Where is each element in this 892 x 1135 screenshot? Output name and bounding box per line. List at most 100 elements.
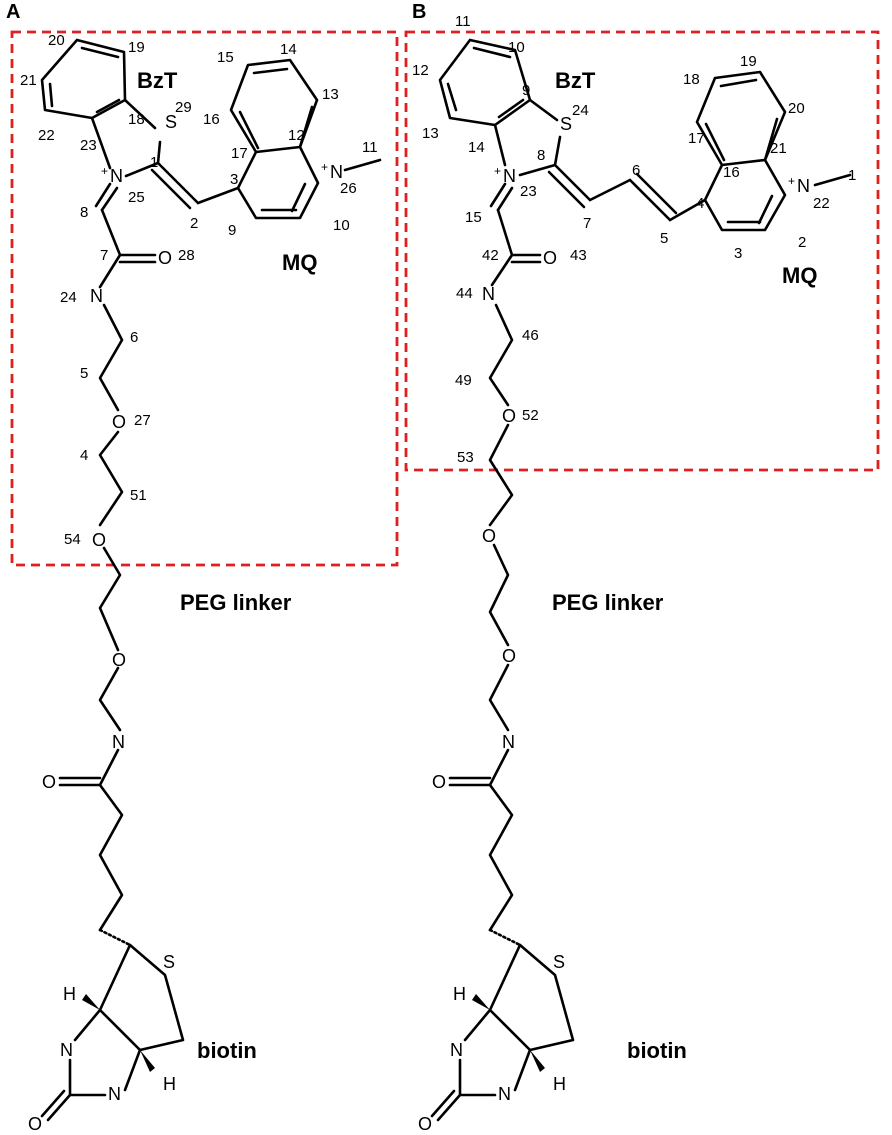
panel-b-num-16: 16 (723, 164, 740, 181)
panel-b-num-11: 11 (455, 13, 471, 30)
panel-b-atom-n-biotin1: N (450, 1040, 463, 1060)
panel-b-atom-n23: N (503, 166, 516, 186)
panel-a-num-4: 4 (80, 447, 88, 464)
panel-a-atom-o27: O (112, 412, 126, 432)
panel-a-num-9: 9 (228, 222, 236, 239)
panel-a-num-51: 51 (130, 487, 147, 504)
panel-b-atom-s-biotin: S (553, 952, 565, 972)
panel-a-num-11: 11 (362, 139, 378, 156)
panel-b-num-43: 43 (570, 247, 587, 264)
panel-b-linker (448, 182, 542, 932)
panel-a-num-27: 27 (134, 412, 151, 429)
panel-a-num-6: 6 (130, 329, 138, 346)
panel-a-num-22: 22 (38, 127, 55, 144)
panel-b-num-9: 9 (522, 82, 530, 99)
panel-a-num-20: 20 (48, 32, 65, 49)
panel-a-atom-s: S (165, 112, 177, 132)
panel-b-atom-n-amide: N (502, 732, 515, 752)
panel-a-plus-n26: + (321, 160, 328, 174)
panel-a-num-14: 14 (280, 41, 297, 58)
panel-b-num-4: 4 (696, 195, 704, 212)
panel-b-atom-o-biotin: O (418, 1114, 432, 1134)
panel-a-num-7: 7 (100, 247, 108, 264)
panel-a-atom-n26: N (330, 162, 343, 182)
panel-a-num-3: 3 (230, 171, 238, 188)
panel-a-atom-o54: O (92, 530, 106, 550)
panel-b-atom-n-biotin2: N (498, 1084, 511, 1104)
panel-a-num-21: 21 (20, 72, 37, 89)
panel-b-methine-bridge (547, 163, 707, 222)
panel-b-biotin (430, 928, 575, 1122)
panel-b-num-20: 20 (788, 100, 805, 117)
panel-b-plus-n22: + (788, 174, 795, 188)
panel-b-num-1: 1 (848, 167, 856, 184)
panel-a-atom-numbers: 1 2 3 4 5 6 7 8 9 10 11 12 13 14 15 16 1… (20, 32, 378, 548)
panel-b-atom-n22: N (797, 176, 810, 196)
panel-a-label-peg: PEG linker (180, 590, 292, 615)
panel-a-num-15: 15 (217, 49, 234, 66)
panel-b-num-3: 3 (734, 245, 742, 262)
panel-b-num-46: 46 (522, 327, 539, 344)
panel-b-num-52: 52 (522, 407, 539, 424)
panel-b-num-12: 12 (412, 62, 429, 79)
panel-b-num-2: 2 (798, 234, 806, 251)
panel-b-num-22: 22 (813, 195, 830, 212)
panel-b-num-18: 18 (683, 71, 700, 88)
panel-b-num-13: 13 (422, 125, 439, 142)
panel-a-num-28: 28 (178, 247, 195, 264)
panel-a-num-24: 24 (60, 289, 77, 306)
panel-b-atom-numbers: 1 2 3 4 5 6 7 8 9 10 11 12 13 14 15 16 1… (412, 13, 856, 466)
panel-b-num-7: 7 (583, 215, 591, 232)
panel-a-num-19: 19 (128, 39, 145, 56)
panel-b-num-19: 19 (740, 53, 757, 70)
panel-a-plus-n25: + (101, 164, 108, 178)
panel-b-num-21: 21 (770, 140, 787, 157)
panel-a-num-16: 16 (203, 111, 220, 128)
panel-a-num-5: 5 (80, 365, 88, 382)
panel-b-label-peg: PEG linker (552, 590, 664, 615)
panel-b-label-mq: MQ (782, 263, 817, 288)
panel-a-atom-o-amide: O (42, 772, 56, 792)
panel-b-atom-o52: O (502, 406, 516, 426)
panel-b-num-24: 24 (572, 102, 589, 119)
panel-a-num-8: 8 (80, 204, 88, 221)
panel-a-num-2: 2 (190, 215, 198, 232)
panel-a-num-25: 25 (128, 189, 145, 206)
panel-b-num-6: 6 (632, 162, 640, 179)
panel-b-atom-h1: H (453, 984, 466, 1004)
panel-a-quinolinium (196, 58, 382, 220)
panel-a-atom-n24: N (90, 286, 103, 306)
panel-b-num-8: 8 (537, 147, 545, 164)
panel-b-label: B (412, 1, 426, 23)
panel-b-atom-o-peg2: O (502, 646, 516, 666)
panel-a-num-10: 10 (333, 217, 350, 234)
panel-a-atom-h2: H (163, 1074, 176, 1094)
panel-a-num-1: 1 (150, 154, 158, 171)
panel-a-num-17: 17 (231, 145, 248, 162)
panel-a-highlight-box (10, 30, 399, 567)
panel-a-num-54: 54 (64, 531, 81, 548)
panel-a-atom-n-amide: N (112, 732, 125, 752)
panel-b-num-42: 42 (482, 247, 499, 264)
panel-b-num-10: 10 (508, 39, 525, 56)
panel-b-atom-n44: N (482, 284, 495, 304)
panel-b-atom-o-peg1: O (482, 526, 496, 546)
panel-a-linker (58, 182, 157, 932)
panel-a-num-23: 23 (80, 137, 97, 154)
panel-a-biotin (40, 928, 185, 1122)
panel-a-label-mq: MQ (282, 250, 317, 275)
panel-b-num-17: 17 (688, 130, 705, 147)
panel-b-quinolinium (695, 70, 852, 232)
panel-a-benzothiazole (40, 38, 200, 210)
panel-b-num-23: 23 (520, 183, 537, 200)
panel-a-num-12: 12 (288, 127, 305, 144)
panel-a-atom-n-biotin2: N (108, 1084, 121, 1104)
panel-b: B (404, 1, 880, 1134)
panel-b-plus-n23: + (494, 164, 501, 178)
panel-a-atom-o-biotin: O (28, 1114, 42, 1134)
panel-a-num-29: 29 (175, 99, 192, 116)
panel-a-atom-o-peg: O (112, 650, 126, 670)
panel-b-label-biotin: biotin (627, 1038, 687, 1063)
